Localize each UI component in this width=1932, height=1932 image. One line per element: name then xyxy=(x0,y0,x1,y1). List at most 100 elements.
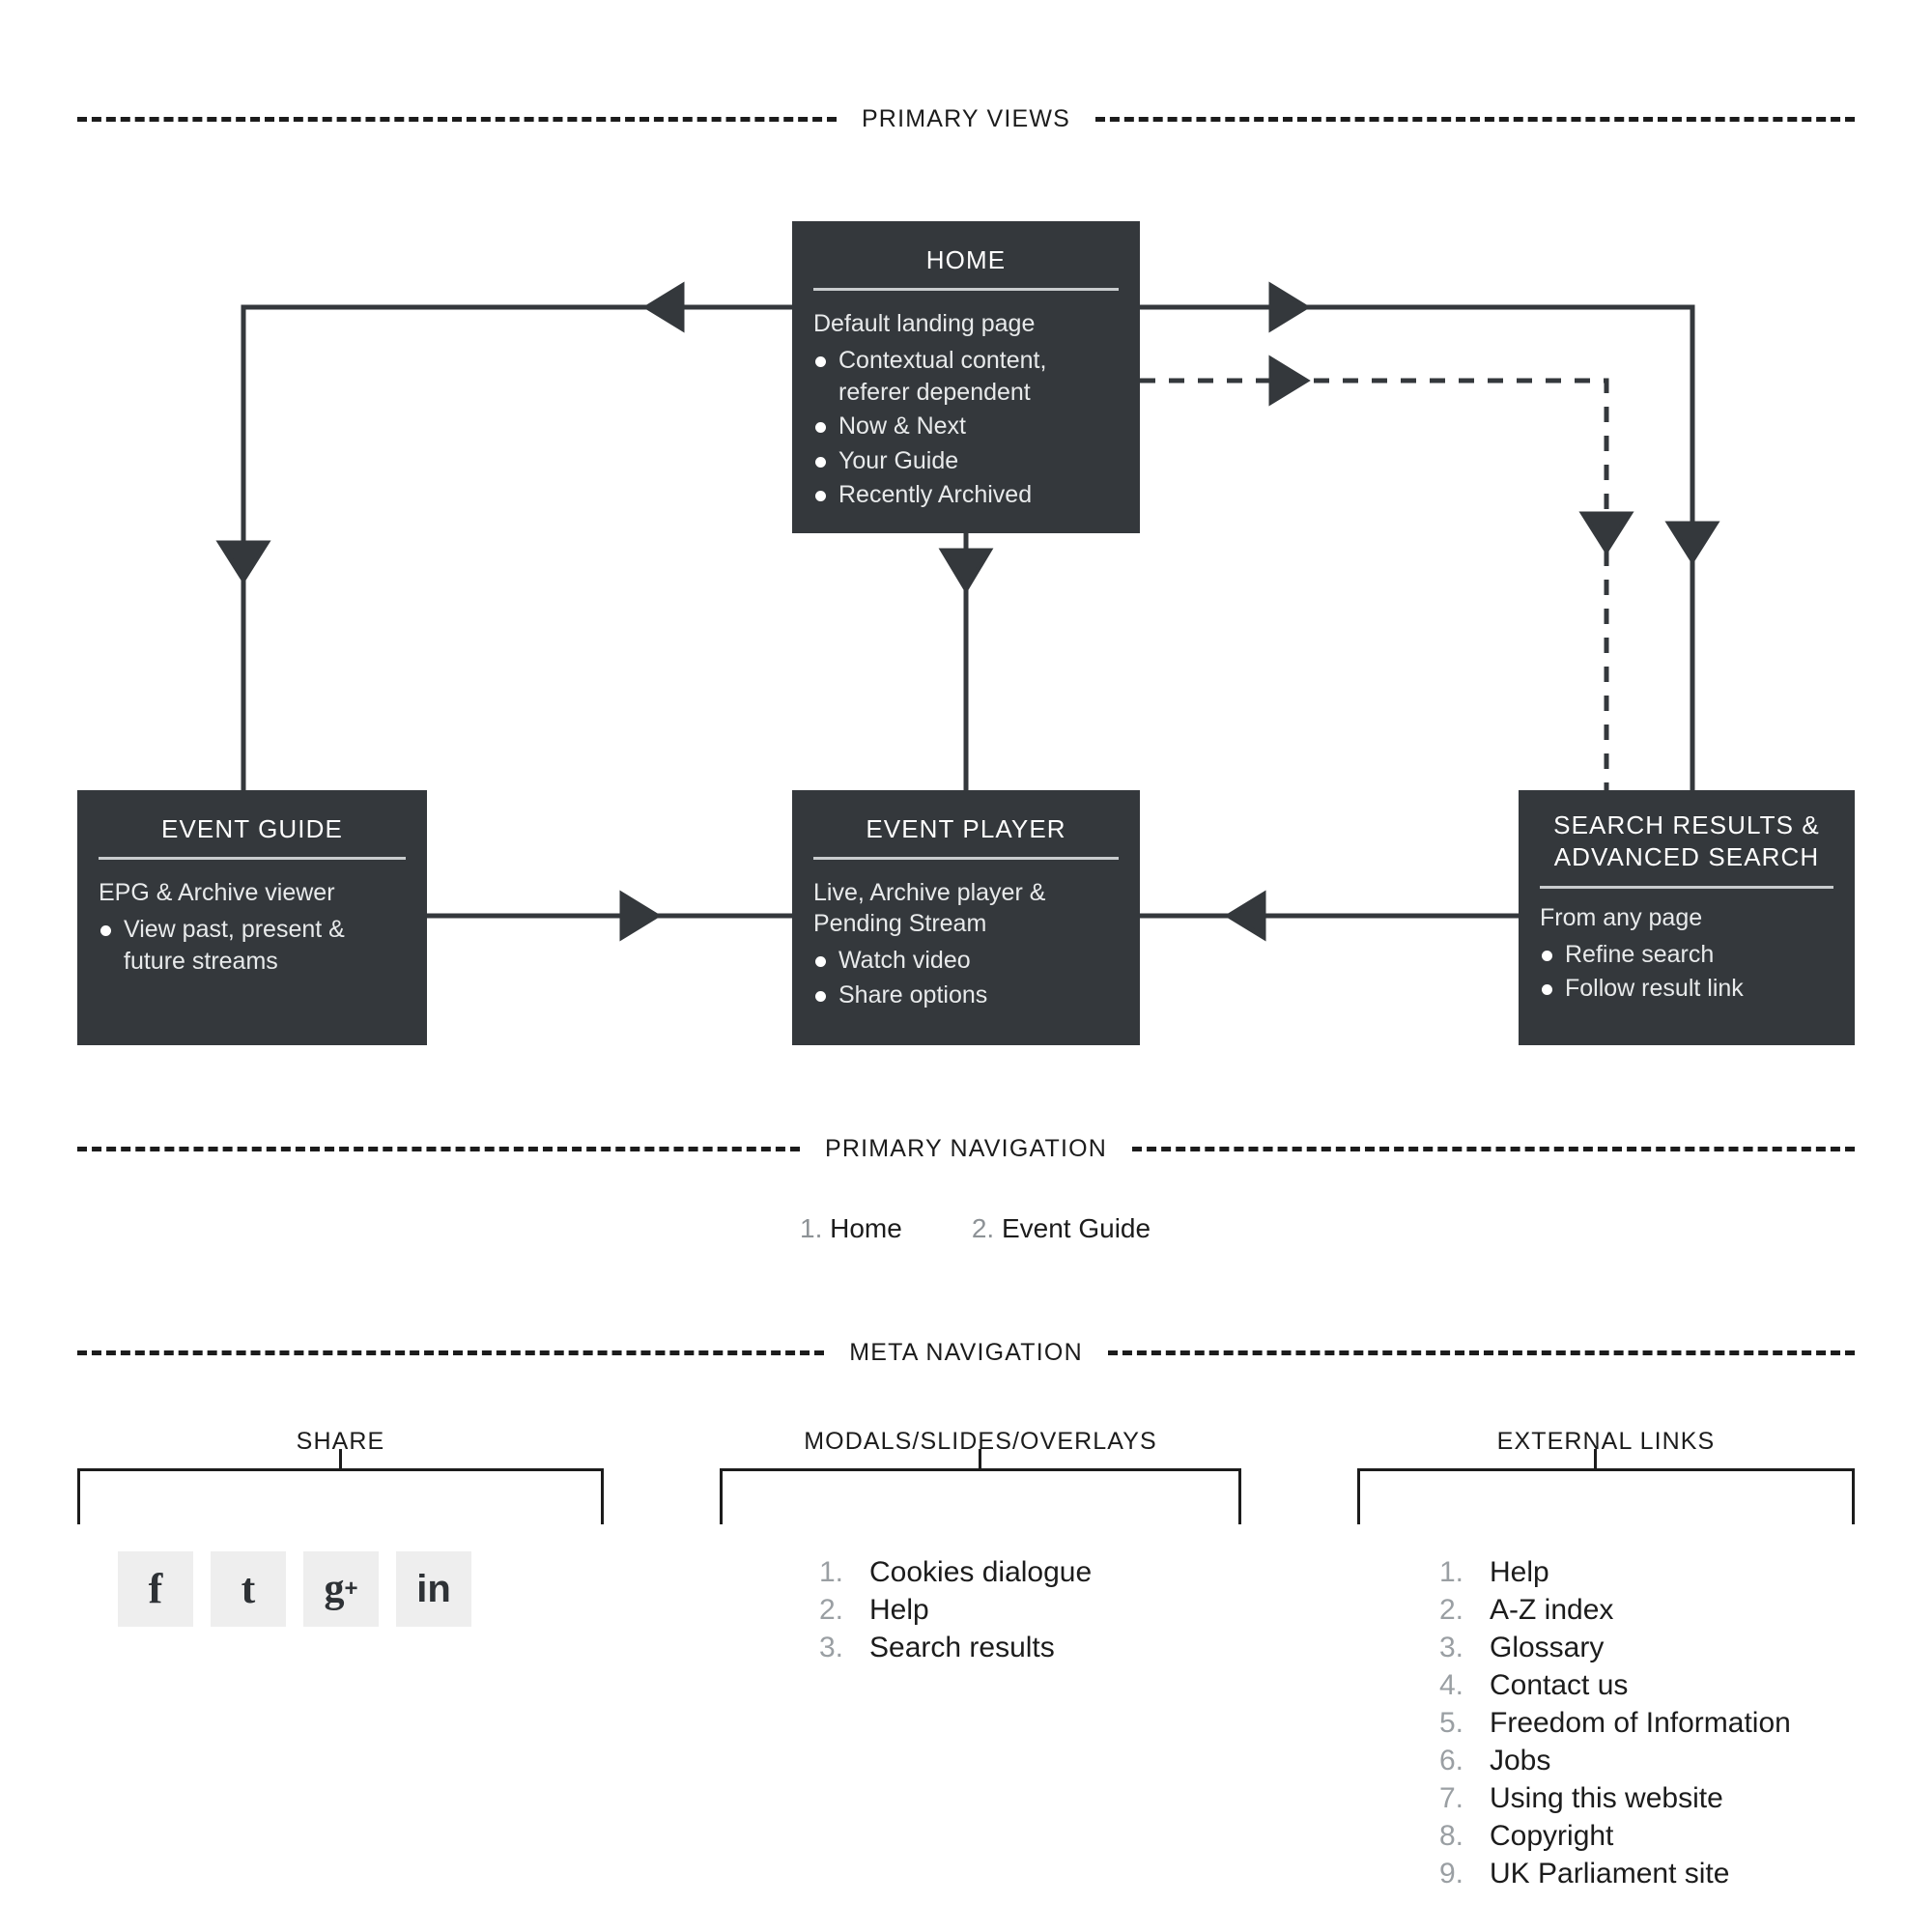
primary-nav-label: Event Guide xyxy=(1001,1213,1151,1243)
event-player-rule xyxy=(813,857,1119,861)
divider-dash-right xyxy=(1107,1350,1856,1355)
search-results-title: SEARCH RESULTS & ADVANCED SEARCH xyxy=(1553,810,1820,872)
list-label: Freedom of Information xyxy=(1490,1707,1791,1739)
external-links-bracket xyxy=(1357,1449,1855,1528)
wire-home-to-search-dashed xyxy=(1140,378,1609,551)
event-player-lead: Live, Archive player & Pending Stream xyxy=(813,879,1046,938)
share-glyph: in xyxy=(416,1568,451,1610)
modals-bracket xyxy=(720,1449,1241,1528)
view-box-event-guide[interactable]: EVENT GUIDE EPG & Archive viewer View pa… xyxy=(77,790,427,1045)
list-item[interactable]: 1. Help xyxy=(1439,1558,1791,1587)
list-item: View past, present & future streams xyxy=(99,914,406,977)
list-label: Copyright xyxy=(1490,1820,1614,1852)
divider-dash-left xyxy=(77,1146,800,1151)
primary-views-label: PRIMARY VIEWS xyxy=(861,104,1071,132)
home-title: HOME xyxy=(925,245,1007,274)
list-item[interactable]: 4. Contact us xyxy=(1439,1671,1791,1700)
bracket-right-leg xyxy=(601,1468,604,1524)
meta-group-share: SHARE f t g+ in xyxy=(77,1428,604,1660)
bracket-stem xyxy=(979,1449,981,1470)
list-number: 3. xyxy=(819,1632,844,1663)
list-label: Search results xyxy=(869,1632,1055,1663)
list-item[interactable]: 7. Using this website xyxy=(1439,1784,1791,1813)
share-glyph: f xyxy=(148,1565,163,1612)
list-item[interactable]: 2. Help xyxy=(819,1596,1092,1625)
list-number: 2. xyxy=(1439,1594,1464,1626)
list-label: Glossary xyxy=(1490,1632,1605,1663)
arrowhead-down-search-solid xyxy=(1664,521,1720,565)
share-icon-row: f t g+ in xyxy=(118,1551,471,1627)
list-item: Refine search xyxy=(1540,939,1833,971)
bracket-top xyxy=(720,1468,1241,1471)
tumblr-icon[interactable]: t xyxy=(211,1551,286,1627)
arrowhead-right-home-search-dashed xyxy=(1268,355,1311,407)
facebook-icon[interactable]: f xyxy=(118,1551,193,1627)
wire-home-to-event-guide xyxy=(241,304,792,580)
external-links-group-title: EXTERNAL LINKS xyxy=(1496,1428,1716,1455)
list-item: Recently Archived xyxy=(813,479,1119,511)
list-label: Help xyxy=(869,1594,929,1626)
arrowhead-right-guide-player xyxy=(619,890,662,942)
view-box-event-player[interactable]: EVENT PLAYER Live, Archive player & Pend… xyxy=(792,790,1140,1045)
bracket-stem xyxy=(339,1449,342,1470)
event-player-title: EVENT PLAYER xyxy=(866,814,1066,843)
view-box-home[interactable]: HOME Default landing page Contextual con… xyxy=(792,221,1140,533)
list-item[interactable]: 2. A-Z index xyxy=(1439,1596,1791,1625)
list-item[interactable]: 5. Freedom of Information xyxy=(1439,1709,1791,1738)
list-label: Help xyxy=(1490,1556,1549,1588)
share-glyph: t xyxy=(241,1565,256,1612)
bracket-left-leg xyxy=(1357,1468,1360,1524)
bracket-right-leg xyxy=(1852,1468,1855,1524)
list-label: Using this website xyxy=(1490,1782,1723,1814)
list-label: Contact us xyxy=(1490,1669,1629,1701)
search-results-bullet-list: Refine search Follow result link xyxy=(1540,939,1833,1005)
bracket-left-leg xyxy=(77,1468,80,1524)
list-item[interactable]: 6. Jobs xyxy=(1439,1747,1791,1776)
primary-nav-label: Home xyxy=(830,1213,902,1243)
external-links-list: 1. Help 2. A-Z index 3. Glossary 4. Cont… xyxy=(1439,1558,1791,1897)
event-guide-lead: EPG & Archive viewer xyxy=(99,879,335,907)
arrowhead-down-event-guide xyxy=(215,540,271,584)
meta-navigation-label: META NAVIGATION xyxy=(849,1338,1083,1366)
list-number: 7. xyxy=(1439,1782,1464,1814)
divider-dash-left xyxy=(77,1350,825,1355)
primary-nav-number: 1. xyxy=(800,1213,823,1243)
arrowhead-left-home-guide xyxy=(642,281,685,333)
meta-group-external-links: EXTERNAL LINKS 1. Help 2. A-Z index 3. G… xyxy=(1357,1428,1855,1889)
divider-dash-right xyxy=(1095,116,1855,122)
primary-navigation-divider: PRIMARY NAVIGATION xyxy=(77,1132,1855,1165)
list-item: Now & Next xyxy=(813,411,1119,442)
list-number: 5. xyxy=(1439,1707,1464,1739)
bracket-top xyxy=(1357,1468,1855,1471)
arrowhead-right-home-search xyxy=(1268,281,1311,333)
arrowhead-down-event-player xyxy=(938,548,994,594)
divider-dash-left xyxy=(77,116,837,122)
search-results-lead: From any page xyxy=(1540,903,1703,931)
list-label: A-Z index xyxy=(1490,1594,1614,1626)
list-item[interactable]: 9. UK Parliament site xyxy=(1439,1860,1791,1889)
google-plus-superscript: + xyxy=(344,1576,358,1602)
list-number: 8. xyxy=(1439,1820,1464,1852)
bracket-right-leg xyxy=(1238,1468,1241,1524)
arrowhead-down-search-dashed xyxy=(1578,511,1634,555)
list-item: Watch video xyxy=(813,945,1119,977)
list-item: Contextual content, referer dependent xyxy=(813,345,1119,408)
list-item[interactable]: 1. Cookies dialogue xyxy=(819,1558,1092,1587)
wire-home-to-search-solid xyxy=(1140,304,1695,560)
list-item[interactable]: 3. Glossary xyxy=(1439,1634,1791,1662)
primary-views-divider: PRIMARY VIEWS xyxy=(77,102,1855,135)
event-player-bullet-list: Watch video Share options xyxy=(813,945,1119,1010)
list-number: 1. xyxy=(819,1556,844,1588)
list-item: Follow result link xyxy=(1540,973,1833,1005)
view-box-search-results[interactable]: SEARCH RESULTS & ADVANCED SEARCH From an… xyxy=(1519,790,1855,1045)
share-bracket xyxy=(77,1449,604,1528)
list-item[interactable]: 8. Copyright xyxy=(1439,1822,1791,1851)
list-item[interactable]: 3. Search results xyxy=(819,1634,1092,1662)
linkedin-icon[interactable]: in xyxy=(396,1551,471,1627)
list-number: 4. xyxy=(1439,1669,1464,1701)
primary-nav-item-event-guide[interactable]: 2. Event Guide xyxy=(972,1213,1151,1244)
list-label: Cookies dialogue xyxy=(869,1556,1093,1588)
google-plus-icon[interactable]: g+ xyxy=(303,1551,379,1627)
primary-nav-item-home[interactable]: 1. Home xyxy=(800,1213,902,1244)
